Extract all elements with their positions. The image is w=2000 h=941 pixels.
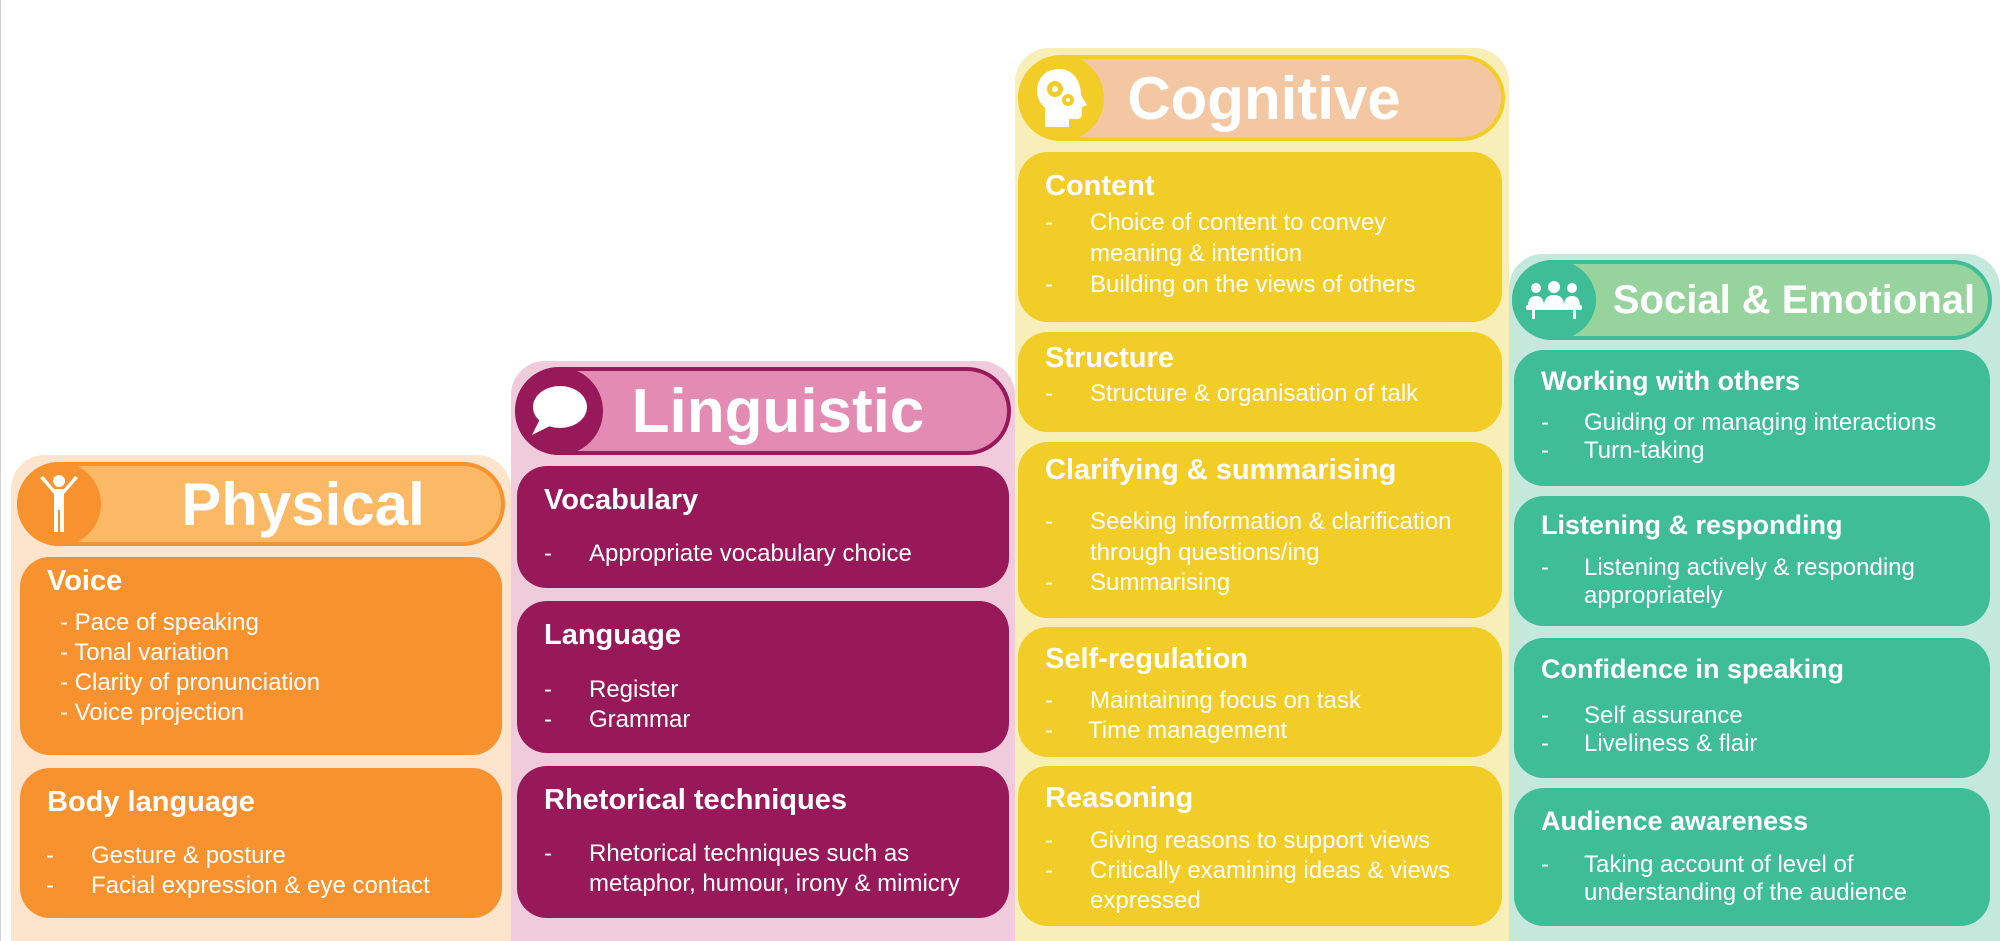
item-text: Register: [589, 676, 679, 703]
social-title: Social & Emotional: [1612, 277, 1976, 322]
language-title: Language: [544, 619, 681, 651]
item-text-continued: meaning & intention: [1090, 240, 1303, 267]
item-text: Guiding or managing interactions: [1584, 409, 1937, 436]
rhetorical-card: Rhetorical techniques - Rhetorical techn…: [517, 766, 1009, 918]
structure-card: Structure - Structure & organisation of …: [1018, 332, 1502, 432]
item-text: Summarising: [1090, 569, 1231, 596]
item-text: Maintaining focus on task: [1090, 687, 1361, 714]
item-text-continued: appropriately: [1584, 582, 1723, 609]
item-text: Self assurance: [1584, 702, 1743, 729]
item-text: Seeking information & clarification: [1090, 508, 1452, 535]
bullet-dash: -: [544, 706, 552, 733]
bullet-dash: -: [1045, 857, 1053, 884]
vocabulary-card: Vocabulary - Appropriate vocabulary choi…: [517, 466, 1009, 588]
clarifying-card: Clarifying & summarising - Seeking infor…: [1018, 442, 1502, 618]
bullet-dash: -: [544, 540, 552, 567]
physical-header-icon: [17, 462, 101, 546]
item-text: Structure & organisation of talk: [1090, 380, 1419, 407]
item-text: Building on the views of others: [1090, 271, 1416, 298]
bullet-dash: -: [1045, 827, 1053, 854]
clarifying-title: Clarifying & summarising: [1045, 454, 1397, 486]
item-text-continued: through questions/ing: [1090, 539, 1320, 566]
bullet-dash: -: [1045, 508, 1053, 535]
bullet-dash: -: [1045, 209, 1053, 236]
linguistic-header-icon: [515, 367, 603, 455]
cognitive-header-icon: [1018, 55, 1104, 141]
item-text: Turn-taking: [1584, 437, 1705, 464]
item-text: Giving reasons to support views: [1090, 827, 1431, 854]
person-arms-raised-icon: [40, 475, 78, 532]
content-title: Content: [1045, 170, 1155, 202]
group-of-people-icon: [1526, 281, 1582, 319]
item-text: Time management: [1088, 717, 1288, 744]
linguistic-title: Linguistic: [631, 376, 925, 446]
bullet-dash: -: [1541, 437, 1549, 464]
head-with-gears-icon: [1037, 69, 1087, 127]
audience-awareness-title: Audience awareness: [1541, 806, 1809, 836]
structure-title: Structure: [1045, 342, 1174, 374]
self-regulation-card: Self-regulation - Maintaining focus on t…: [1018, 627, 1502, 757]
item-text-continued: metaphor, humour, irony & mimicry: [589, 870, 960, 897]
voice-item: - Pace of speaking: [60, 609, 259, 636]
voice-card: Voice - Pace of speaking - Tonal variati…: [20, 557, 502, 755]
confidence-title: Confidence in speaking: [1541, 654, 1845, 684]
bullet-dash: -: [1045, 687, 1053, 714]
working-with-others-title: Working with others: [1541, 366, 1801, 396]
bullet-dash: -: [1541, 409, 1549, 436]
bullet-dash: -: [1541, 851, 1549, 878]
bullet-dash: -: [1541, 730, 1549, 757]
item-text: Choice of content to convey: [1090, 209, 1387, 236]
body-language-card: Body language - Gesture & posture - Faci…: [20, 768, 502, 918]
bullet-dash: -: [1045, 569, 1053, 596]
voice-item: - Tonal variation: [60, 639, 229, 666]
left-edge-line: [0, 0, 1, 941]
bullet-dash: -: [1045, 380, 1053, 407]
item-text: Grammar: [589, 706, 691, 733]
bullet-dash: -: [544, 676, 552, 703]
item-text-continued: expressed: [1090, 887, 1201, 914]
language-card: Language - Register - Grammar: [517, 601, 1009, 753]
voice-item: - Voice projection: [60, 699, 245, 726]
item-text: Critically examining ideas & views: [1090, 857, 1451, 884]
confidence-card: Confidence in speaking - Self assurance …: [1514, 638, 1990, 778]
cognitive-title: Cognitive: [1127, 64, 1401, 132]
voice-title: Voice: [47, 565, 123, 597]
listening-responding-card: Listening & responding - Listening activ…: [1514, 496, 1990, 626]
item-text: Taking account of level of: [1584, 851, 1854, 878]
vocabulary-title: Vocabulary: [544, 484, 699, 516]
content-card: Content - Choice of content to convey me…: [1018, 152, 1502, 322]
social-header: [1512, 260, 1992, 340]
self-regulation-title: Self-regulation: [1045, 643, 1249, 675]
reasoning-card: Reasoning - Giving reasons to support vi…: [1018, 766, 1502, 926]
working-with-others-card: Working with others - Guiding or managin…: [1514, 350, 1990, 486]
item-text: Liveliness & flair: [1584, 730, 1758, 757]
body-language-title: Body language: [47, 786, 255, 818]
item-text: Facial expression & eye contact: [91, 872, 430, 899]
bullet-dash: -: [1541, 702, 1549, 729]
bullet-dash: -: [1045, 271, 1053, 298]
item-text-continued: understanding of the audience: [1584, 879, 1907, 906]
bullet-dash: -: [1541, 554, 1549, 581]
bullet-dash: -: [46, 872, 54, 899]
rhetorical-title: Rhetorical techniques: [544, 784, 847, 816]
social-header-icon: [1512, 260, 1596, 340]
voice-item: - Clarity of pronunciation: [60, 669, 321, 696]
item-text: Gesture & posture: [91, 842, 286, 869]
bullet-dash: -: [1045, 717, 1053, 744]
physical-title: Physical: [181, 470, 425, 538]
reasoning-title: Reasoning: [1045, 782, 1194, 814]
item-text: Appropriate vocabulary choice: [589, 540, 912, 567]
audience-awareness-card: Audience awareness - Taking account of l…: [1514, 788, 1990, 926]
bullet-dash: -: [544, 840, 552, 867]
item-text: Rhetorical techniques such as: [589, 840, 910, 867]
listening-responding-title: Listening & responding: [1541, 510, 1843, 540]
speech-bubble-icon: [532, 386, 587, 435]
bullet-dash: -: [46, 842, 54, 869]
item-text: Listening actively & responding: [1584, 554, 1915, 581]
